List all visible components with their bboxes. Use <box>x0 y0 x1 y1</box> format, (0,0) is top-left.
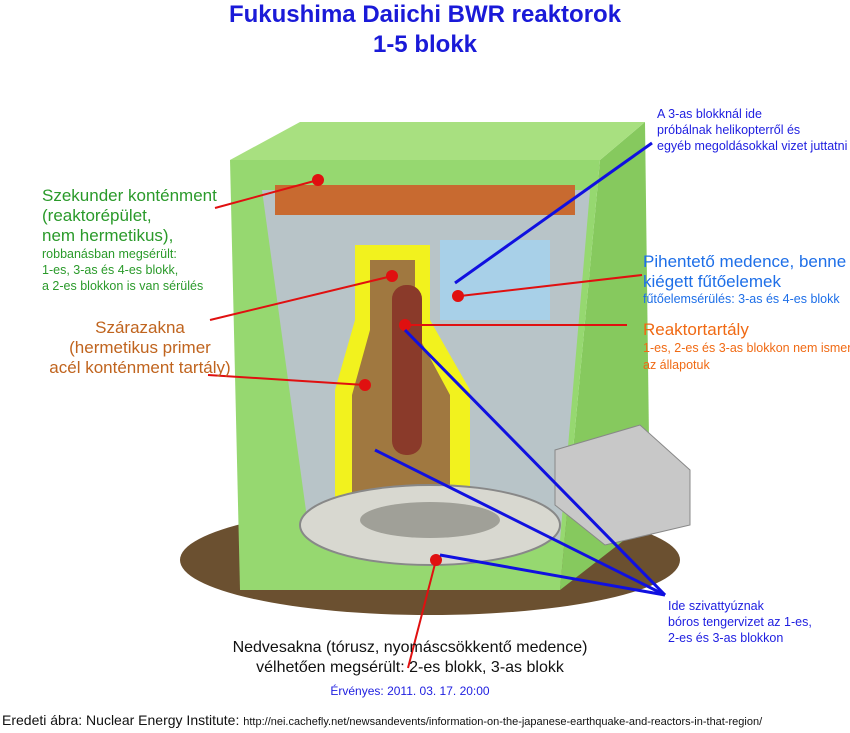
validity-date: Érvényes: 2011. 03. 17. 20:00 <box>330 684 490 698</box>
torus-hole <box>360 502 500 538</box>
source-credit: Eredeti ábra: Nuclear Energy Institute: … <box>2 712 762 729</box>
building-top <box>230 122 645 160</box>
label-line: 2-es és 3-as blokkon <box>668 631 784 645</box>
title-line-2: 1-5 blokk <box>372 31 478 58</box>
label-line: robbanásban megsérült: <box>42 247 177 262</box>
label-line: Pihentető medence, benne <box>643 252 847 271</box>
tunnel <box>554 424 691 546</box>
label-line: vélhetően megsérült: 2-es blokk, 3-as bl… <box>256 659 564 676</box>
label-line: (reaktorépület, <box>42 206 152 226</box>
label-line: kiégett fűtőelemek <box>643 272 781 292</box>
label-line: A 3-as blokknál ide <box>657 107 762 121</box>
label-line: 1-es, 2-es és 3-as blokkon nem ismert <box>643 341 850 356</box>
page-title: Fukushima Daiichi BWR reaktorok 1-5 blok… <box>0 0 850 60</box>
reactor-vessel-label: Reaktortartály 1-es, 2-es és 3-as blokko… <box>643 320 850 374</box>
label-line: Nedvesakna (tórusz, nyomáscsökkentő mede… <box>232 639 588 656</box>
spent-fuel-pool-label: Pihentető medence, benne kiégett fűtőele… <box>643 252 846 307</box>
wetwell-label: Nedvesakna (tórusz, nyomáscsökkentő mede… <box>200 638 620 678</box>
drywell-label: Szárazakna (hermetikus primer acél konté… <box>40 318 240 378</box>
label-line: egyéb megoldásokkal vizet juttatni <box>657 139 848 153</box>
label-line: Szekunder konténment <box>42 186 217 205</box>
fuel-pool <box>440 240 550 320</box>
helicopter-label: A 3-as blokknál ide próbálnak helikopter… <box>657 106 847 154</box>
label-line: nem hermetikus), <box>42 226 174 246</box>
crane <box>275 185 575 215</box>
reactor-vessel <box>392 285 422 455</box>
label-line: bóros tengervizet az 1-es, <box>668 615 812 629</box>
label-line: az állapotuk <box>643 358 710 373</box>
label-line: Szárazakna <box>95 318 185 337</box>
label-line: acél konténment tartály) <box>49 358 231 378</box>
secondary-containment-label: Szekunder konténment (reaktorépület, nem… <box>42 186 217 294</box>
label-line: fűtőelemsérülés: 3-as és 4-es blokk <box>643 292 840 307</box>
source-label: Eredeti ábra: Nuclear Energy Institute: <box>2 712 240 728</box>
label-line: Ide szivattyúznak <box>668 599 764 613</box>
label-line: (hermetikus primer <box>69 338 211 358</box>
title-line-1: Fukushima Daiichi BWR reaktorok <box>228 1 622 28</box>
label-line: Reaktortartály <box>643 320 749 339</box>
label-line: a 2-es blokkon is van sérülés <box>42 279 204 294</box>
label-line: 1-es, 3-as és 4-es blokk, <box>42 263 179 278</box>
label-line: próbálnak helikopterről és <box>657 123 801 137</box>
pump-label: Ide szivattyúznak bóros tengervizet az 1… <box>668 598 812 646</box>
source-url[interactable]: http://nei.cachefly.net/newsandevents/in… <box>243 716 763 728</box>
